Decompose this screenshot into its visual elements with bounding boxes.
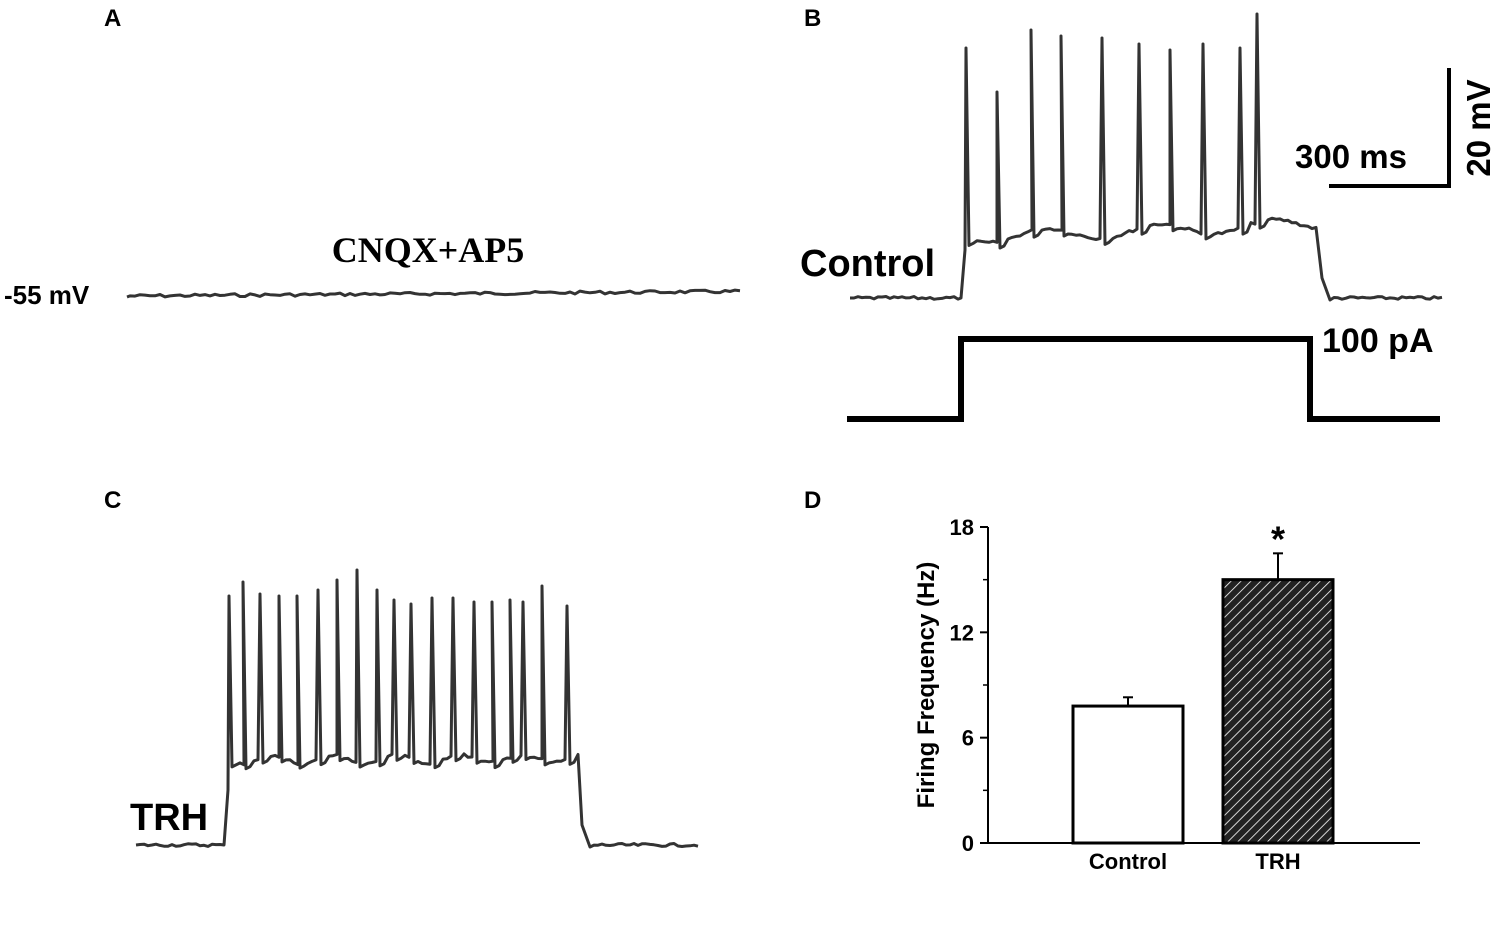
membrane-trace-control (850, 12, 1443, 302)
y-axis-title: Firing Frequency (Hz) (913, 562, 940, 809)
membrane-trace-trh (135, 568, 699, 849)
scale-bar (1329, 68, 1451, 188)
membrane-trace-a (126, 288, 741, 299)
panel-a-label: A (104, 5, 121, 32)
panel-c-label: C (104, 487, 121, 514)
x-tick-label: TRH (1255, 849, 1300, 874)
panel-d-label: D (804, 487, 821, 514)
significance-marker: * (1271, 518, 1285, 559)
scale-bar-voltage-label: 20 mV (1460, 79, 1497, 176)
bar-control (1071, 704, 1185, 845)
resting-potential-label: -55 mV (4, 280, 90, 310)
control-trace-label: Control (800, 243, 935, 285)
panel-a: A CNQX+AP5 -55 mV (4, 5, 741, 310)
drug-label: CNQX+AP5 (332, 230, 525, 270)
panel-b: B Control 100 pA 300 ms 20 mV (800, 5, 1497, 422)
x-tick-label: Control (1089, 849, 1167, 874)
panel-c: C TRH (104, 487, 699, 849)
current-step-label: 100 pA (1322, 322, 1434, 360)
y-tick-label: 6 (962, 726, 974, 751)
current-step-trace (847, 336, 1440, 422)
y-tick-label: 12 (950, 620, 974, 645)
panel-b-label: B (804, 5, 821, 32)
y-tick-label: 0 (962, 831, 974, 856)
bar-trh (1221, 578, 1335, 845)
trh-trace-label: TRH (130, 797, 208, 839)
scale-bar-time-label: 300 ms (1295, 138, 1407, 175)
y-tick-label: 18 (950, 515, 974, 540)
